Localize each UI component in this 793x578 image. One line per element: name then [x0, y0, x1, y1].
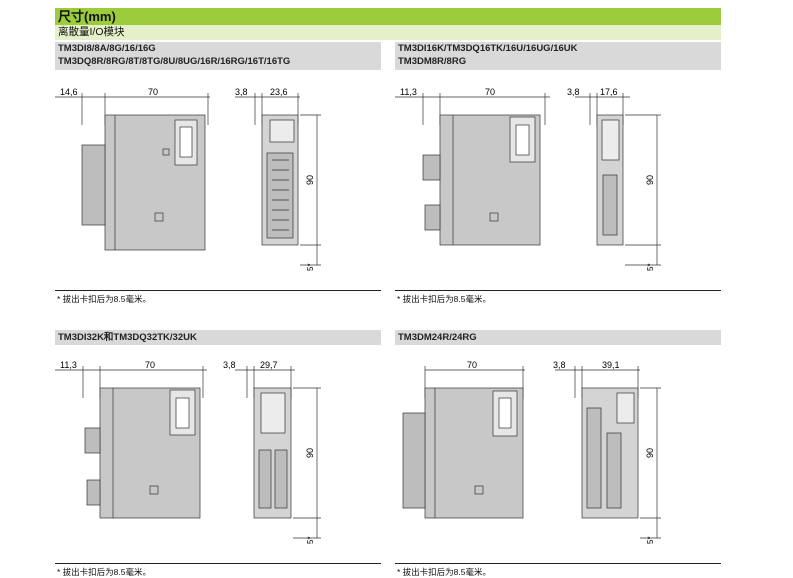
dim-clip-label: 5*: [306, 263, 315, 271]
section-header-s2: TM3DI16K/TM3DQ16TK/16U/16UG/16UK TM3DM8R…: [395, 42, 721, 70]
section-header-s4: TM3DM24R/24RG: [395, 330, 721, 345]
section-header-s3: TM3DI32K和TM3DQ32TK/32UK: [55, 330, 381, 345]
section-header-line: TM3DQ8R/8RG/8T/8TG/8U/8UG/16R/16RG/16T/1…: [58, 56, 291, 67]
dim-height-label: 90: [305, 175, 315, 185]
footnote: * 拔出卡扣后为8.5毫米。: [57, 567, 151, 577]
dim-width-label: 70: [145, 360, 155, 370]
dimension-drawing-s1: 14,6 70 3,8 23,6 90 5*: [55, 87, 321, 271]
section-header-line: TM3DM24R/24RG: [398, 332, 477, 343]
dimension-drawing-s3: 11,3 70 3,8 29,7 90 5*: [55, 360, 321, 544]
dim-left-label: 11,3: [60, 360, 77, 370]
dim-depth-label: 23,6: [270, 87, 288, 97]
section-header-line: TM3DI16K/TM3DQ16TK/16U/16UG/16UK: [398, 43, 578, 54]
dim-clip-label: 5*: [646, 263, 655, 271]
dim-depth-label: 29,7: [260, 360, 278, 370]
dim-left-label: 11,3: [400, 87, 417, 97]
dimension-drawing-s4: 70 3,8 39,1 90 5*: [402, 360, 661, 544]
section-header-line: TM3DI32K和TM3DQ32TK/32UK: [58, 332, 197, 343]
dim-gap-label: 3,8: [553, 360, 566, 370]
dim-gap-label: 3,8: [235, 87, 248, 97]
footnote: * 拔出卡扣后为8.5毫米。: [397, 567, 491, 577]
dim-height-label: 90: [645, 175, 655, 185]
section-header-line: TM3DM8R/8RG: [398, 56, 467, 67]
dim-width-label: 70: [485, 87, 495, 97]
page-title: 尺寸(mm): [55, 8, 721, 25]
footnote: * 拔出卡扣后为8.5毫米。: [397, 294, 491, 304]
dim-gap-label: 3,8: [567, 87, 580, 97]
dim-left-label: 14,6: [60, 87, 78, 97]
dimension-drawing-s2: 11,3 70 3,8 17,6 90 5*: [395, 87, 661, 271]
dim-depth-label: 39,1: [602, 360, 620, 370]
dim-width-label: 70: [467, 360, 477, 370]
dim-height-label: 90: [305, 448, 315, 458]
section-header-line: TM3DI8/8A/8G/16/16G: [58, 43, 156, 54]
footnote-divider: [395, 563, 721, 564]
section-header-s1: TM3DI8/8A/8G/16/16G TM3DQ8R/8RG/8T/8TG/8…: [55, 42, 381, 70]
footnote: * 拔出卡扣后为8.5毫米。: [57, 294, 151, 304]
dim-clip-label: 5*: [646, 536, 655, 544]
dim-height-label: 90: [645, 448, 655, 458]
dim-clip-label: 5*: [306, 536, 315, 544]
dim-depth-label: 17,6: [600, 87, 618, 97]
footnote-divider: [395, 290, 721, 291]
page-subtitle: 离散量I/O模块: [55, 25, 721, 40]
footnote-divider: [55, 563, 381, 564]
footnote-divider: [55, 290, 381, 291]
dim-gap-label: 3,8: [223, 360, 236, 370]
dim-width-label: 70: [148, 87, 158, 97]
